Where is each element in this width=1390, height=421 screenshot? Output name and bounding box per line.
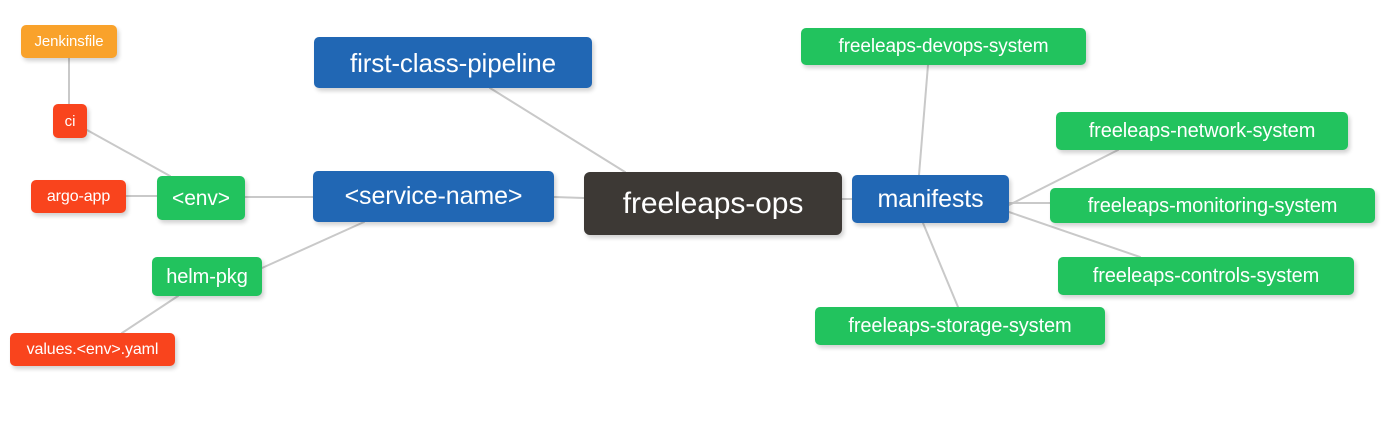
edge-env-to-ci <box>86 129 171 177</box>
edge-manifests-to-freeleaps-devops-system <box>918 64 929 176</box>
edge-manifests-to-freeleaps-storage-system <box>922 222 959 308</box>
node-label-manifests: manifests <box>877 184 984 213</box>
node-label-freeleaps-monitoring-system: freeleaps-monitoring-system <box>1087 194 1338 217</box>
node-label-argo-app: argo-app <box>46 187 111 205</box>
node-freeleaps-monitoring-system[interactable]: freeleaps-monitoring-system <box>1050 188 1375 223</box>
node-label-ci: ci <box>64 112 76 130</box>
node-helm-pkg[interactable]: helm-pkg <box>152 257 262 296</box>
node-manifests[interactable]: manifests <box>852 175 1009 223</box>
node-label-values-env-yaml: values.<env>.yaml <box>26 340 159 358</box>
node-freeleaps-network-system[interactable]: freeleaps-network-system <box>1056 112 1348 150</box>
node-freeleaps-controls-system[interactable]: freeleaps-controls-system <box>1058 257 1354 295</box>
node-freeleaps-devops-system[interactable]: freeleaps-devops-system <box>801 28 1086 65</box>
node-label-freeleaps-storage-system: freeleaps-storage-system <box>848 315 1072 337</box>
node-service-name[interactable]: <service-name> <box>313 171 554 222</box>
edge-service-name-to-helm-pkg <box>261 221 365 269</box>
node-ci[interactable]: ci <box>53 104 87 138</box>
node-freeleaps-storage-system[interactable]: freeleaps-storage-system <box>815 307 1105 345</box>
node-first-class-pipeline[interactable]: first-class-pipeline <box>314 37 592 88</box>
edge-root-to-service-name <box>553 196 585 199</box>
node-jenkinsfile[interactable]: Jenkinsfile <box>21 25 117 58</box>
node-label-freeleaps-devops-system: freeleaps-devops-system <box>838 36 1049 57</box>
node-label-env: <env> <box>172 186 230 210</box>
node-root[interactable]: freeleaps-ops <box>584 172 842 235</box>
node-label-root: freeleaps-ops <box>622 186 804 220</box>
node-label-first-class-pipeline: first-class-pipeline <box>349 47 557 78</box>
node-argo-app[interactable]: argo-app <box>31 180 126 213</box>
edge-root-to-first-class-pipeline <box>489 87 626 173</box>
node-label-service-name: <service-name> <box>344 182 523 210</box>
node-values-env-yaml[interactable]: values.<env>.yaml <box>10 333 175 366</box>
edge-helm-pkg-to-values-env-yaml <box>121 295 179 334</box>
node-label-freeleaps-controls-system: freeleaps-controls-system <box>1092 265 1320 287</box>
node-env[interactable]: <env> <box>157 176 245 220</box>
node-label-freeleaps-network-system: freeleaps-network-system <box>1088 120 1316 142</box>
node-label-jenkinsfile: Jenkinsfile <box>34 33 104 50</box>
node-label-helm-pkg: helm-pkg <box>166 265 248 288</box>
